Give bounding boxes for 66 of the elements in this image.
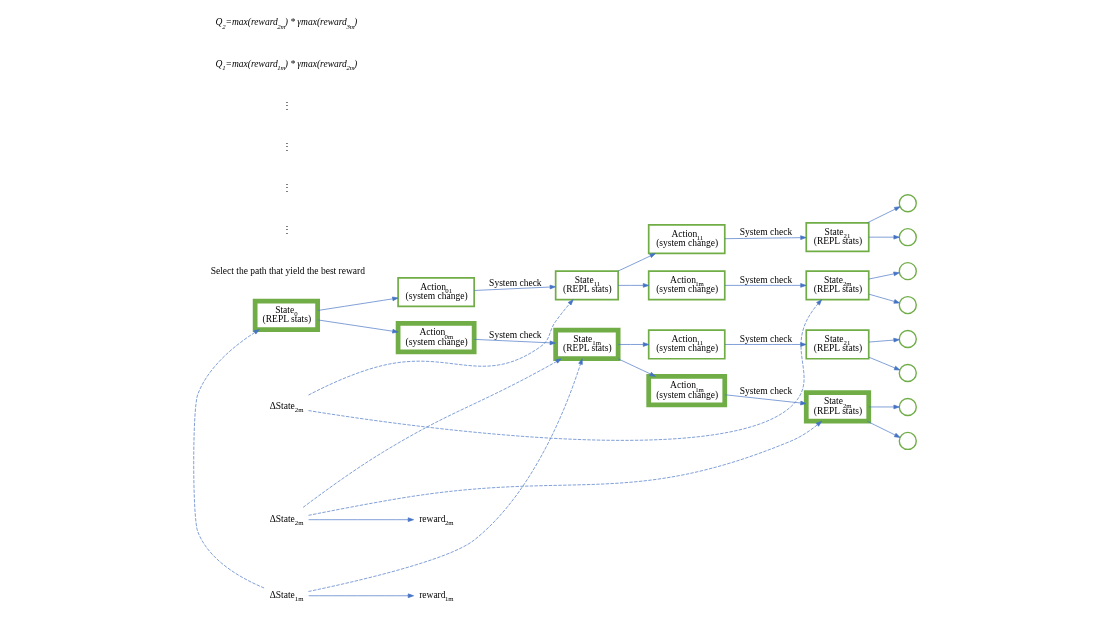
arrow [308,299,822,441]
arrow [308,421,822,516]
arrow [617,358,656,377]
arrow [724,342,807,347]
arrow [868,404,900,410]
arrow [308,593,414,598]
node-box: Action$_{11}$ (system change) [647,329,726,360]
node-circle [898,295,917,315]
node-box: State$_{0}$ (REPL stats) [252,298,320,332]
label: ⋮ [281,100,292,111]
node-box: Action$_{1m}$ (system change) [646,374,728,408]
label: Q$_{2}$=max(reward$_{2m}$) * γmax(reward$_{3m}$) [215,17,358,30]
arrow [308,517,414,522]
edge-label: System check [739,274,793,285]
arrow [724,394,807,406]
edge-label: System check [739,386,793,397]
arrow [193,329,265,589]
node-circle [898,431,917,451]
arrow [474,284,556,291]
node-box: Action$_{0m}$ (system change) [395,321,477,355]
arrow [868,337,900,343]
arrow [868,234,900,240]
node-text: ΔState$_{2m}$ [269,513,304,527]
label: Q$_{1}$=max(reward$_{1m}$) * γmax(reward$_{2m}$) [215,58,358,71]
node-box: State$_{2m}$ (REPL stats) [805,270,870,301]
label: ⋮ [281,142,292,153]
arrow [308,299,574,396]
node-box: State$_{21}$ (REPL stats) [805,222,870,253]
node-box: State$_{2m}$ (REPL stats) [803,390,872,424]
arrow [866,420,901,438]
label: ⋮ [281,224,292,235]
arrow [868,271,900,280]
node-text: ΔState$_{1m}$ [269,589,304,603]
arrow [617,283,650,288]
arrow [868,356,901,371]
arrow [724,235,807,240]
arrow [868,293,900,304]
label: ⋮ [281,183,292,194]
arrow [724,283,807,288]
node-text: reward$_{2m}$ [419,513,454,527]
node-circle [898,363,917,383]
arrow [317,296,399,311]
edge-label: System check [739,333,793,344]
arrow [317,319,399,334]
arrow [617,342,650,347]
arrow [617,253,656,272]
node-box: Action$_{1m}$ (system change) [647,270,726,301]
arrow [474,339,556,346]
label: Select the path that yield the best reward [210,266,365,277]
arrow [308,358,583,592]
node-circle [898,329,917,349]
arrow [866,206,901,224]
node-circle [898,228,917,247]
node-circle [898,194,917,213]
node-text: reward$_{1m}$ [419,589,454,603]
node-box: Action$_{11}$ (system change) [647,224,726,255]
node-circle [898,397,917,417]
node-box: State$_{11}$ (REPL stats) [554,270,619,301]
node-box: State$_{21}$ (REPL stats) [805,329,870,360]
node-text: ΔState$_{2m}$ [269,400,304,414]
edge-label: System check [489,329,542,340]
arrow [302,358,562,508]
edge-label: System check [739,227,793,238]
node-circle [898,261,917,281]
edge-label: System check [489,277,542,288]
node-box: Action$_{01}$ (system change) [397,277,475,308]
